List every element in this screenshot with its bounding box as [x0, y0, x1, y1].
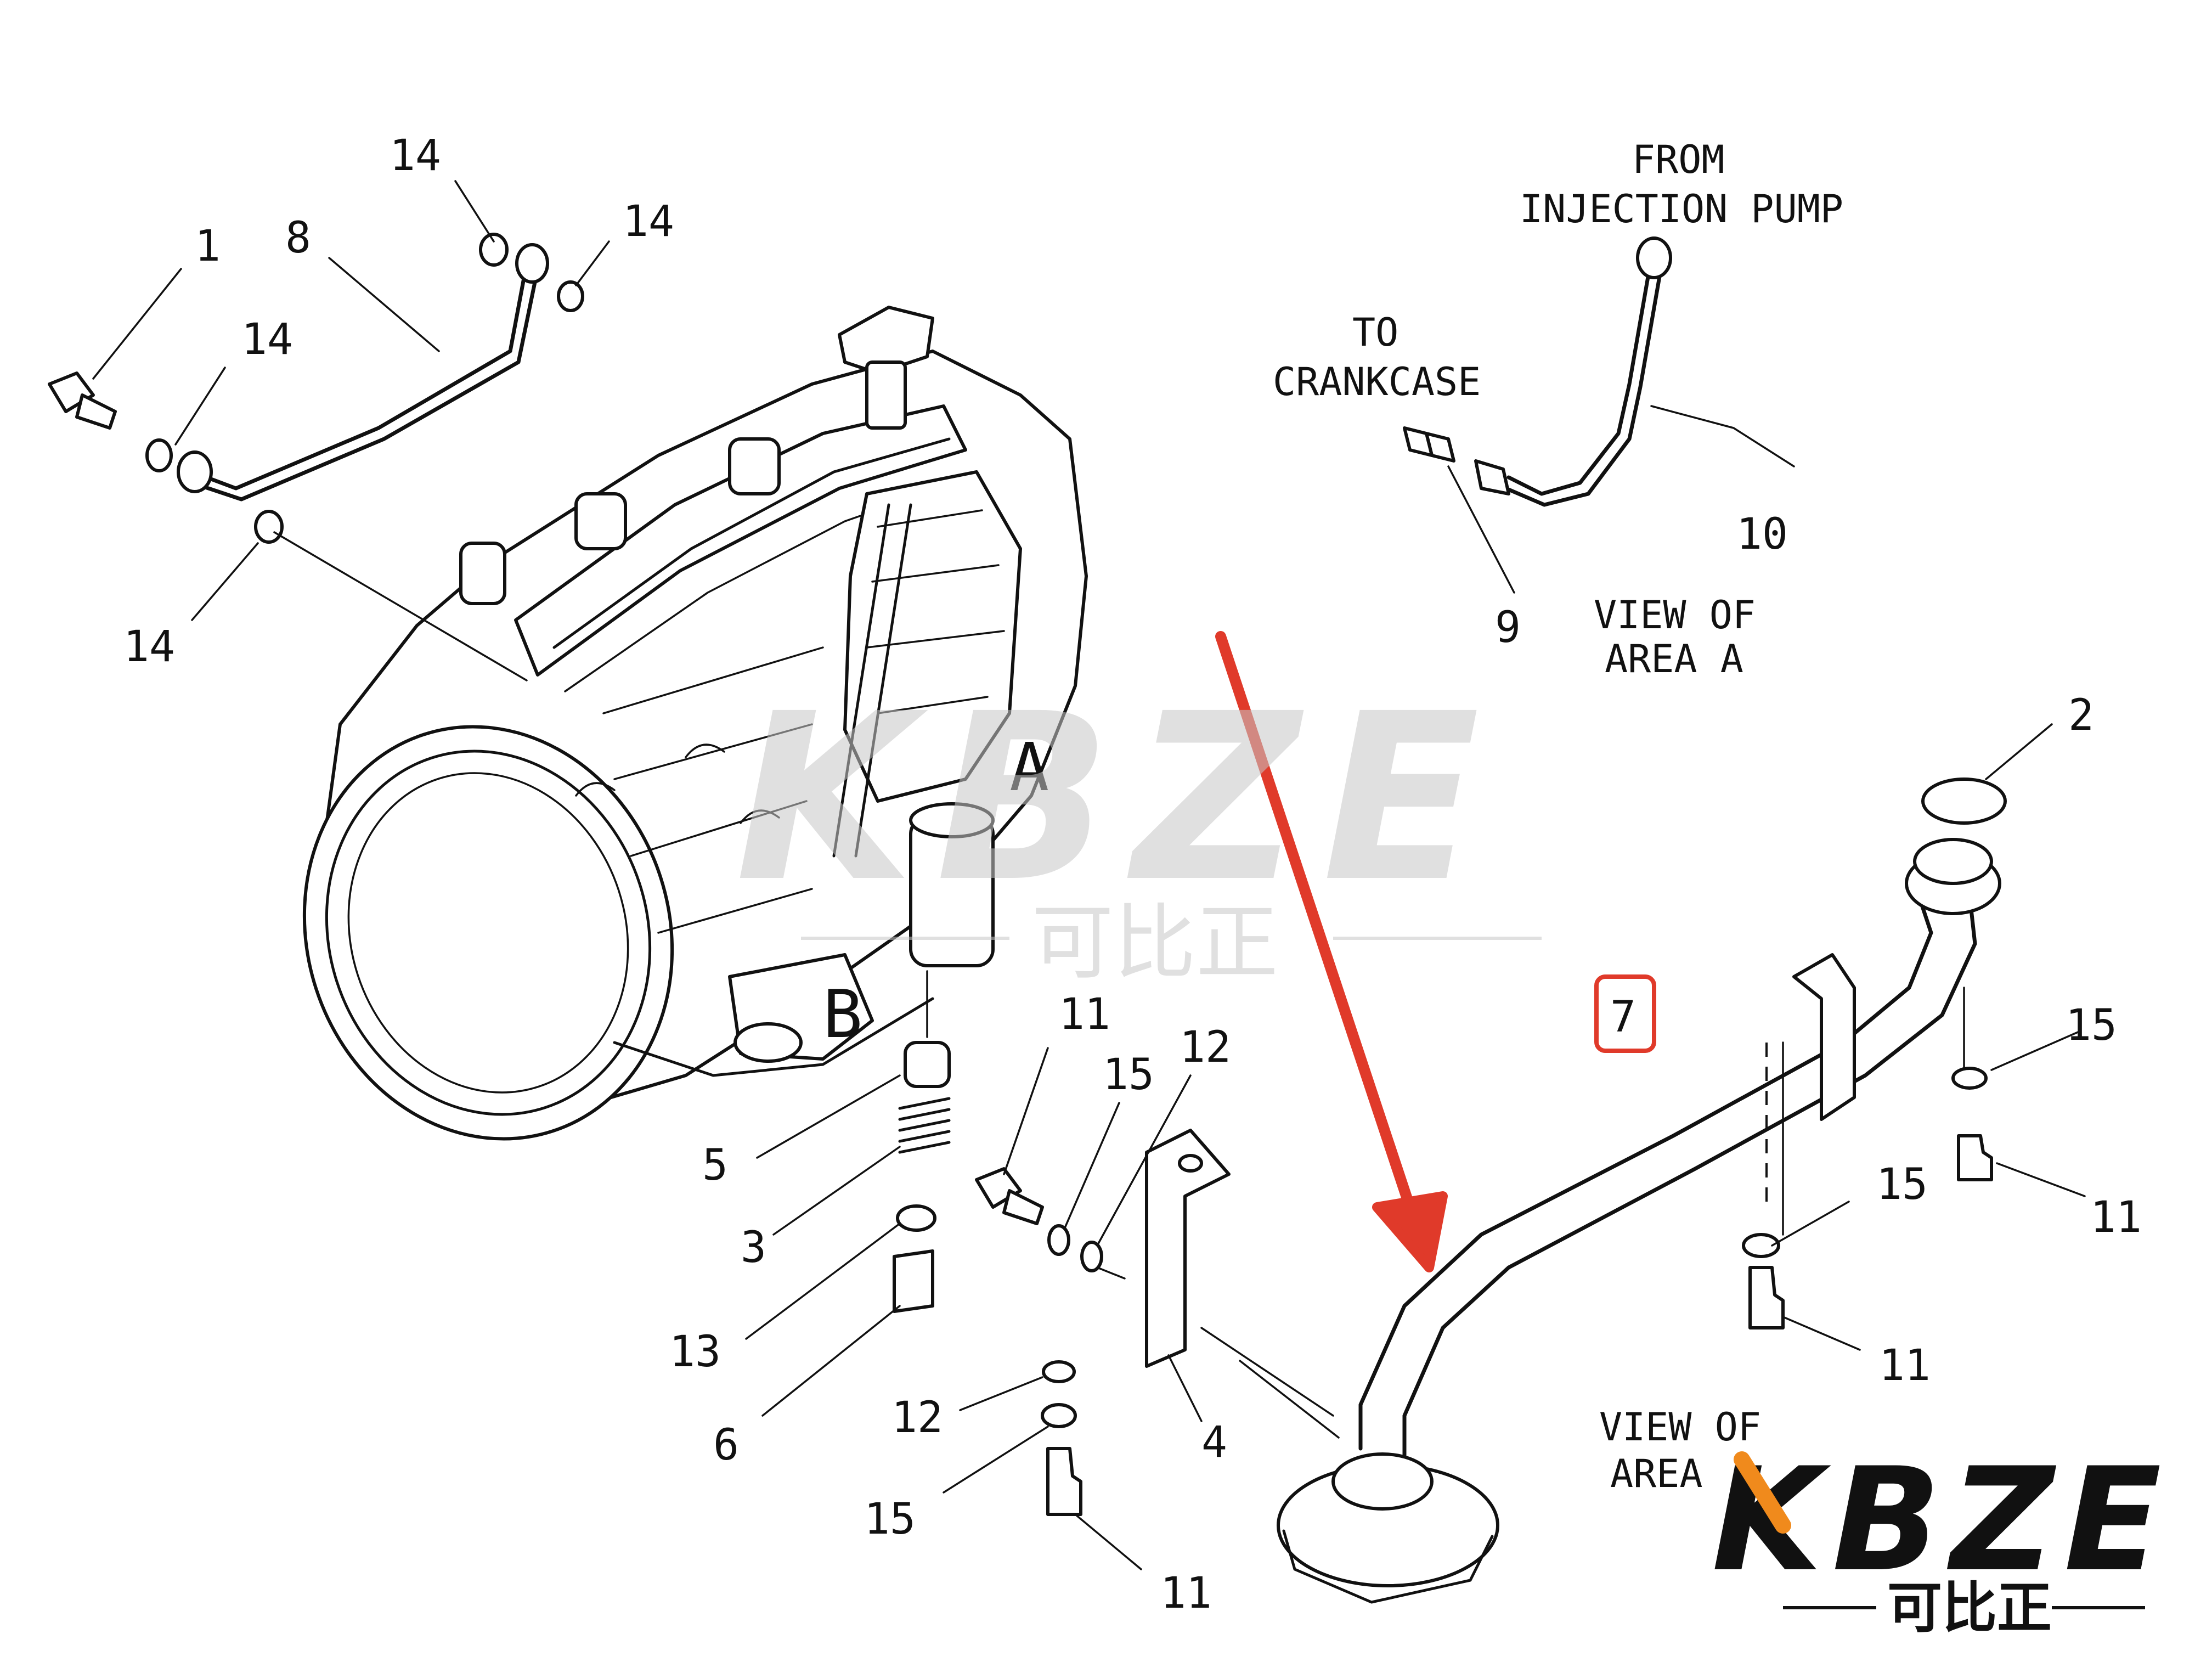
- note-view-a-line2: AREA A: [1605, 636, 1743, 681]
- part-label-12-center: 12: [1180, 1023, 1231, 1072]
- part-label-15-center: 15: [1103, 1050, 1154, 1100]
- part-label-13: 13: [669, 1327, 721, 1377]
- area-label-b: B: [823, 977, 862, 1053]
- part-label-5: 5: [702, 1141, 728, 1190]
- note-to-line2: CRANKCASE: [1273, 359, 1481, 404]
- part-label-11-right: 11: [2090, 1193, 2142, 1242]
- part-label-14-top: 14: [390, 131, 441, 181]
- watermark-brand: KBZE: [735, 664, 1502, 933]
- oil-filler-tube: [1239, 778, 2007, 1604]
- breather-tube-assembly: [48, 233, 584, 681]
- part-label-6: 6: [713, 1421, 739, 1470]
- part-label-12-lower: 12: [891, 1393, 943, 1443]
- part-label-14-bottom: 14: [123, 622, 175, 672]
- part-label-15-lower: 15: [864, 1495, 916, 1544]
- note-view-b-line1: VIEW OF: [1599, 1405, 1761, 1450]
- leader-lines: [92, 180, 2086, 1570]
- area-label-a: A: [1009, 730, 1049, 806]
- kbze-logo: KBZE 可比正: [1706, 1438, 2211, 1640]
- part-label-7: 7: [1610, 993, 1636, 1042]
- watermark-subtitle: 可比正: [1031, 895, 1278, 991]
- part-label-10: 10: [1736, 510, 1788, 559]
- note-from-line1: FROM: [1632, 137, 1725, 182]
- part-label-15-mid: 15: [1876, 1160, 1928, 1209]
- logo-subtitle: 可比正: [1887, 1576, 2052, 1640]
- note-to-line1: TO: [1352, 310, 1398, 355]
- part-label-15-right: 15: [2066, 1001, 2117, 1050]
- engine-block: [302, 306, 1088, 1141]
- part-label-14-right: 14: [623, 197, 674, 246]
- part-label-14-mid: 14: [241, 315, 293, 364]
- part-label-8: 8: [285, 213, 311, 263]
- part-label-11-center: 11: [1059, 990, 1110, 1039]
- part-label-1: 1: [195, 222, 221, 271]
- note-view-a-line1: VIEW OF: [1594, 593, 1756, 638]
- part-label-2: 2: [2068, 691, 2094, 740]
- dipstick-bracket-assembly: [893, 970, 1334, 1516]
- part-label-3: 3: [741, 1223, 766, 1272]
- watermark: KBZE 可比正: [735, 664, 1542, 991]
- part-label-11-mid: 11: [1879, 1341, 1931, 1390]
- area-a-detail: [1403, 236, 1672, 507]
- red-arrow: [1215, 631, 1448, 1272]
- highlight-box: [1594, 974, 1656, 1053]
- note-from-line2: INJECTION PUMP: [1520, 187, 1843, 232]
- part-label-11-lower: 11: [1160, 1569, 1212, 1618]
- part-label-4: 4: [1201, 1418, 1227, 1467]
- part-label-9: 9: [1495, 603, 1521, 652]
